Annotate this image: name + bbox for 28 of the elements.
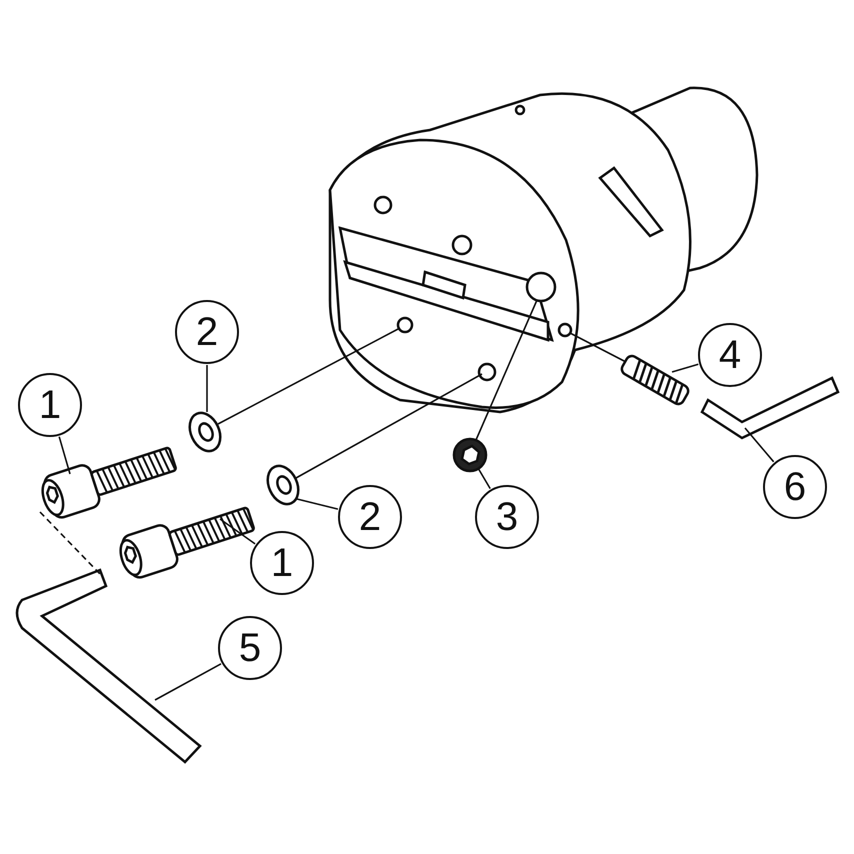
callout-number: 3 [475, 485, 539, 549]
hex-key-drawing [16, 568, 202, 764]
callout-number: 1 [18, 373, 82, 437]
leader-line [672, 364, 699, 373]
leader-line [206, 365, 208, 412]
assembly-line [570, 332, 626, 363]
leader-line [477, 468, 491, 489]
leader-line [744, 427, 774, 462]
callout-number: 4 [698, 323, 762, 387]
screw-drawing [119, 506, 256, 581]
leader-line [58, 436, 71, 474]
callout-number: 6 [763, 455, 827, 519]
assembly-line [296, 373, 482, 479]
washer-drawing [188, 412, 222, 452]
callout-number: 5 [218, 616, 282, 680]
screw-drawing [41, 446, 178, 521]
leader-line [296, 498, 338, 510]
hex-key-drawing [700, 376, 840, 440]
assembly-line [218, 327, 400, 425]
nut-drawing [452, 438, 488, 472]
callout-number: 2 [175, 300, 239, 364]
assembly-line [475, 300, 538, 440]
tool-holder-drawing [328, 86, 758, 414]
washer-drawing [266, 464, 300, 506]
leader-line [154, 663, 222, 701]
assembly-line [39, 511, 101, 575]
callout-number: 1 [250, 531, 314, 595]
callout-number: 2 [338, 485, 402, 549]
